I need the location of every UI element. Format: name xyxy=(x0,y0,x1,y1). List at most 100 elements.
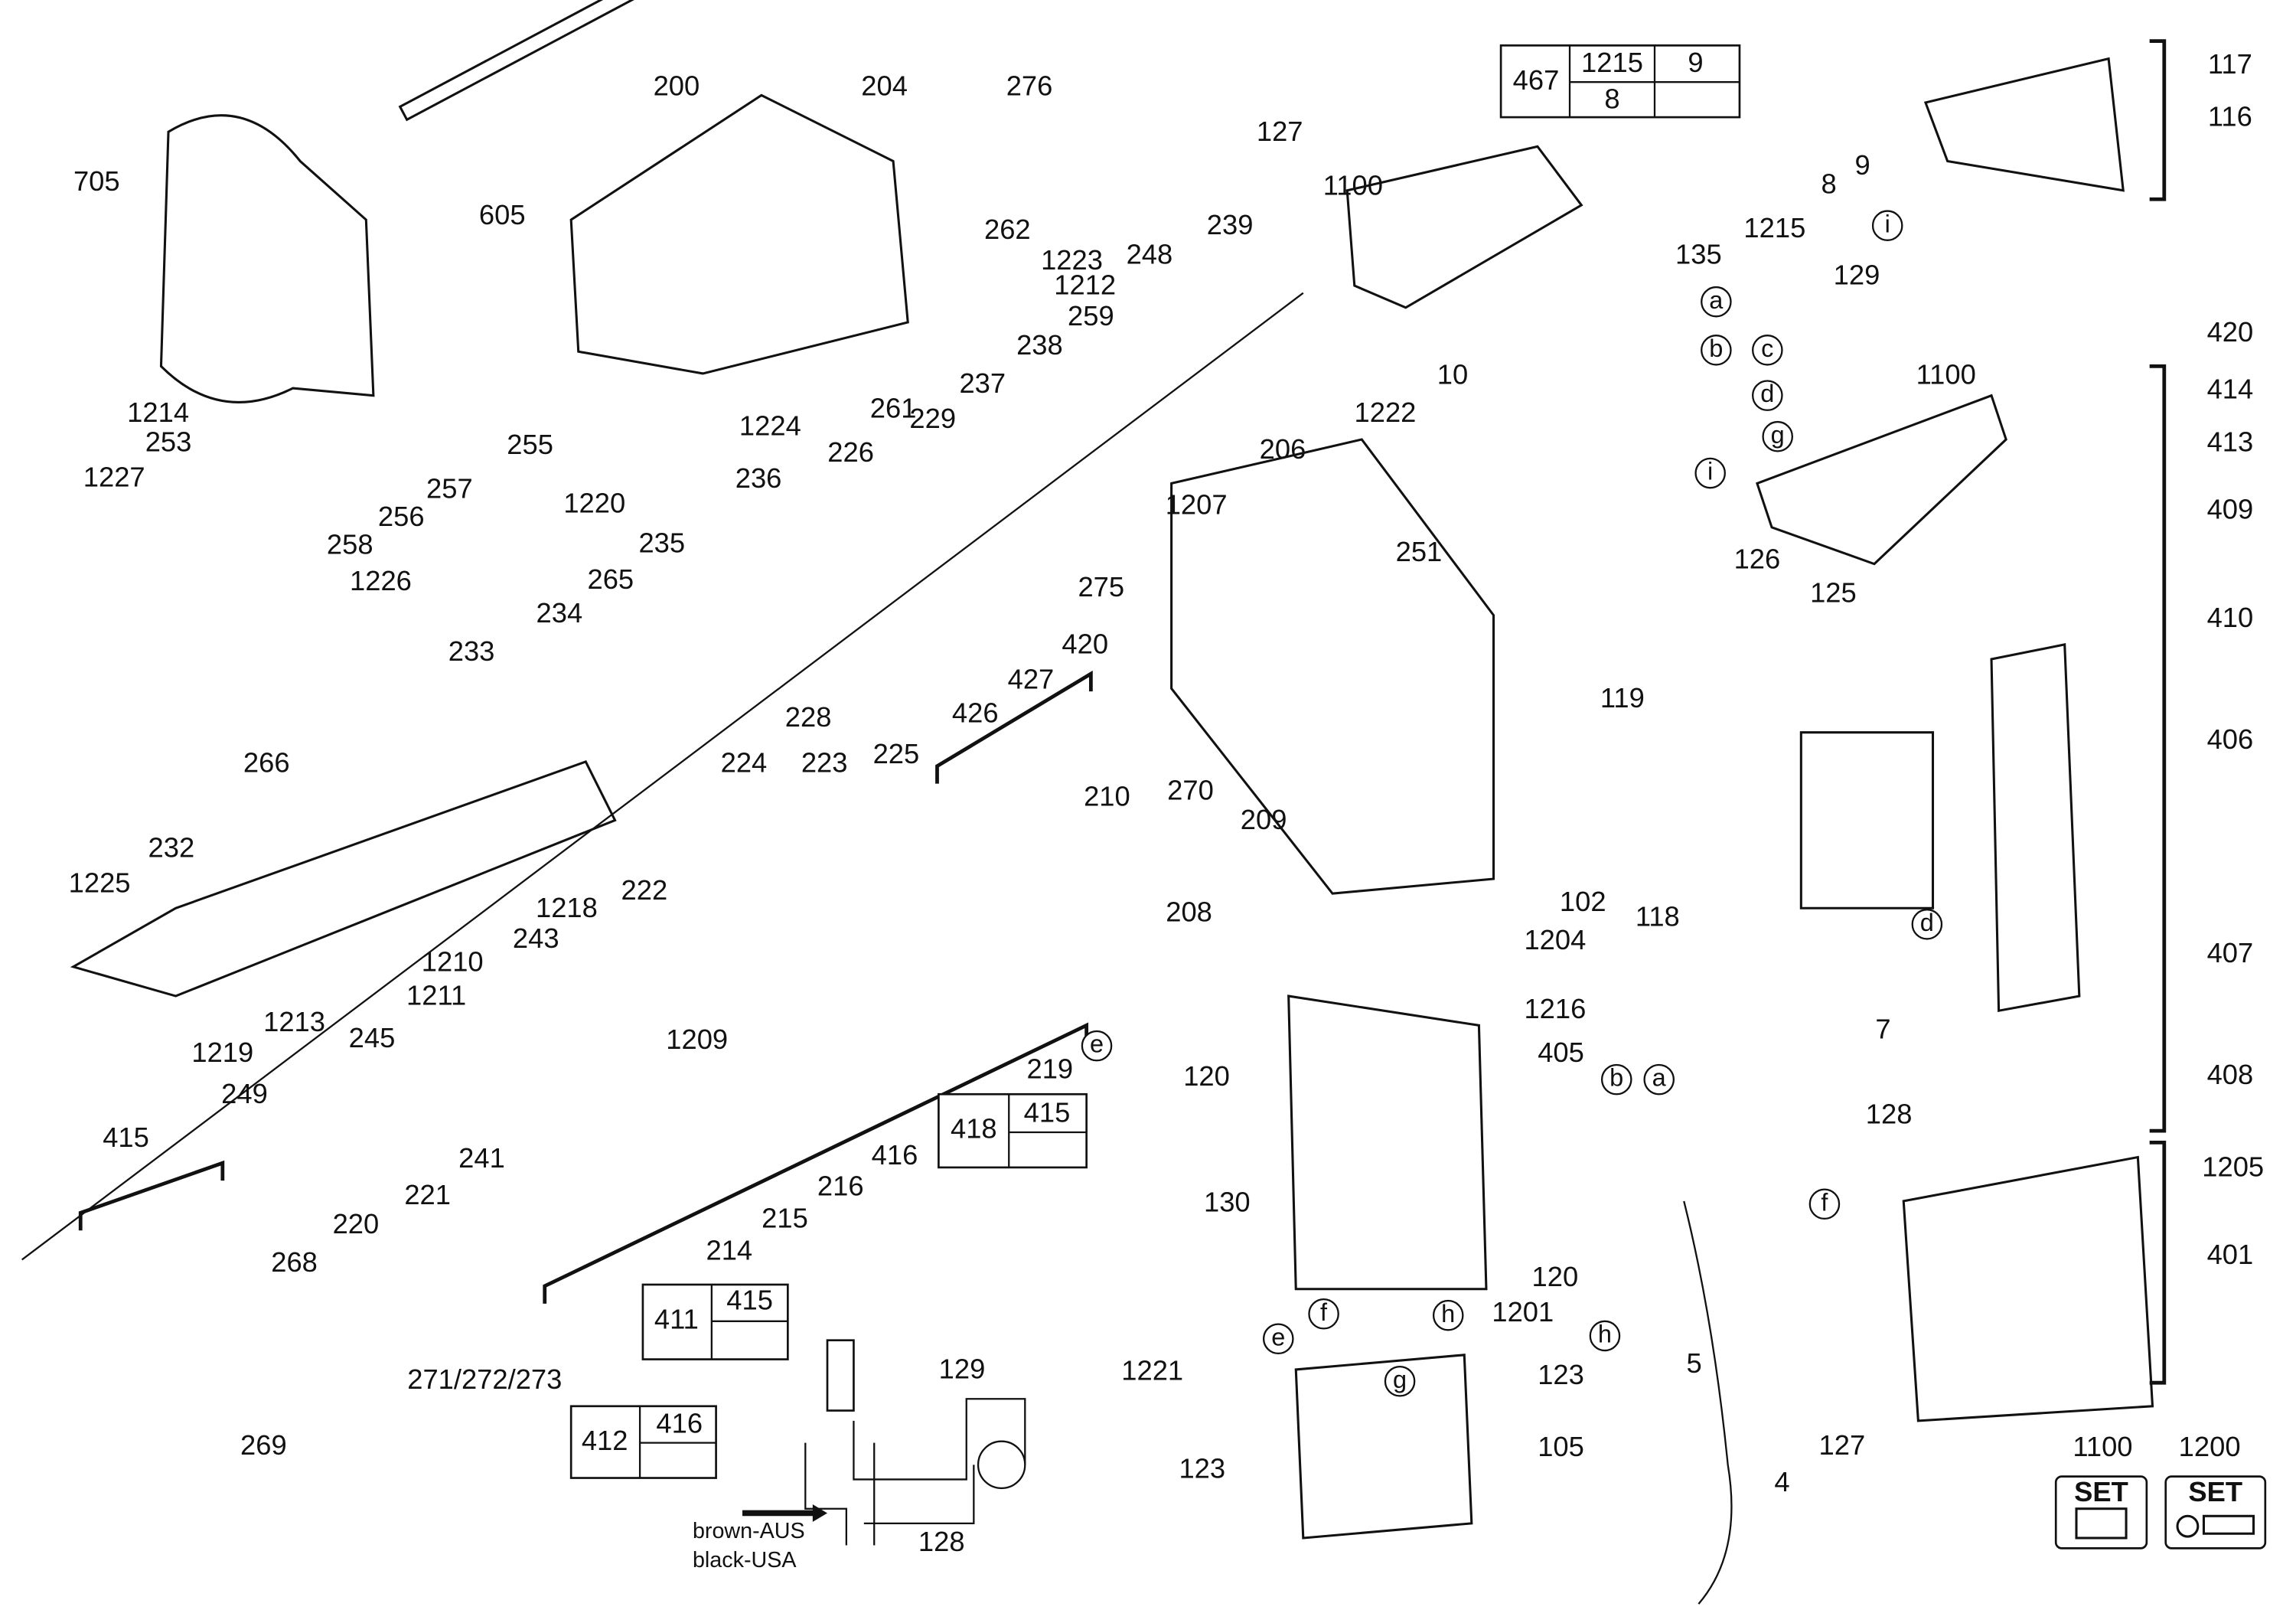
part-label: 1215 xyxy=(1743,212,1805,243)
field-housing-405 xyxy=(1287,994,1488,1291)
callout-letter: d xyxy=(1760,380,1774,407)
callout-circle xyxy=(1871,210,1903,241)
callout-circle xyxy=(1701,286,1732,318)
callout-circle xyxy=(1081,1030,1113,1062)
part-label: 4 xyxy=(1774,1466,1789,1497)
part-label: 407 xyxy=(2207,937,2254,968)
part-label: 1209 xyxy=(666,1024,728,1055)
part-label: 262 xyxy=(984,214,1031,245)
part-label: 1211 xyxy=(406,980,466,1011)
callout-letter: i xyxy=(1707,458,1713,485)
bracket-116 xyxy=(2149,39,2167,201)
table-411: 411 415 xyxy=(641,1283,789,1360)
part-label: 1100 xyxy=(1916,358,1976,390)
part-label: 222 xyxy=(621,874,668,906)
part-label: 224 xyxy=(721,746,768,778)
part-label: 1204 xyxy=(1524,924,1586,955)
brush-holder xyxy=(1799,731,1935,909)
table-412: 412 416 xyxy=(569,1405,717,1479)
motor-cover-401 xyxy=(1902,1155,2154,1422)
part-label: 1212 xyxy=(1054,269,1116,301)
part-label: 102 xyxy=(1560,886,1606,917)
part-label: 120 xyxy=(1532,1261,1579,1292)
callout-letter: a xyxy=(1709,286,1724,314)
part-label: 130 xyxy=(1204,1186,1251,1217)
wire-callout: a xyxy=(1701,286,1732,318)
part-label: 9 xyxy=(1855,149,1870,181)
part-outlines xyxy=(70,0,2154,1605)
callout-letter: c xyxy=(1761,335,1773,362)
callout-circle xyxy=(1752,380,1783,411)
callout-letter: b xyxy=(1609,1064,1623,1092)
part-label: 401 xyxy=(2207,1239,2254,1270)
callout-circle xyxy=(1643,1063,1675,1096)
part-label: 410 xyxy=(2207,602,2254,633)
handle-set-icon xyxy=(2075,1507,2128,1540)
rod-605 xyxy=(398,0,641,122)
part-label: 427 xyxy=(1008,663,1055,694)
callout-circle xyxy=(1808,1188,1841,1220)
armature-407 xyxy=(1990,643,2081,1013)
wires xyxy=(804,1398,1026,1546)
wire-callout: f xyxy=(1808,1188,1841,1220)
part-label: 413 xyxy=(2207,426,2254,457)
bracket-420 xyxy=(935,670,1093,784)
callout-letter: d xyxy=(1920,909,1934,936)
part-label: 129 xyxy=(939,1353,986,1384)
part-label: 1222 xyxy=(1355,397,1417,428)
part-label: 10 xyxy=(1437,358,1468,390)
part-label: 129 xyxy=(1834,259,1880,290)
table-418: 418 415 xyxy=(938,1092,1088,1169)
callout-circle xyxy=(1752,335,1783,366)
part-label: 123 xyxy=(1538,1359,1584,1390)
part-label: 405 xyxy=(1538,1037,1584,1068)
motor-housing-206 xyxy=(1170,438,1495,895)
part-label: 270 xyxy=(1167,775,1214,806)
bearing-cap-116 xyxy=(1923,57,2125,192)
part-label: 1226 xyxy=(350,565,412,596)
handle-cover-1100 xyxy=(1345,145,1583,309)
table-cell: 412 xyxy=(582,1425,628,1456)
part-label: 248 xyxy=(1127,238,1173,269)
callout-circle xyxy=(1262,1323,1294,1355)
part-label: 127 xyxy=(1819,1429,1866,1461)
table-467: 467 1215 9 8 xyxy=(1499,44,1741,119)
part-label: 206 xyxy=(1260,433,1306,465)
callout-circle xyxy=(1701,335,1732,366)
part-label: 215 xyxy=(762,1202,808,1233)
set-badge-label: SET xyxy=(2074,1476,2128,1507)
wiring-legend-line1: brown-AUS xyxy=(693,1519,805,1543)
table-cell: 411 xyxy=(654,1303,699,1334)
part-label: 239 xyxy=(1207,209,1254,240)
part-label: 127 xyxy=(1257,116,1303,147)
bracket-401 xyxy=(2149,1141,2167,1385)
wire-callout: i xyxy=(1694,458,1726,489)
wire-callout: g xyxy=(1762,421,1793,452)
motor-symbol xyxy=(977,1440,1026,1490)
part-label: 253 xyxy=(145,426,192,457)
part-label: 259 xyxy=(1068,300,1114,331)
part-label: 416 xyxy=(872,1139,918,1171)
part-label: 705 xyxy=(73,165,120,197)
part-label: 1201 xyxy=(1492,1296,1554,1327)
wire-callout: h xyxy=(1432,1300,1464,1331)
part-label: 271/272/273 xyxy=(407,1363,562,1395)
wire-callout: e xyxy=(1262,1323,1294,1355)
table-cell: 416 xyxy=(656,1407,703,1438)
callout-circle xyxy=(1308,1298,1339,1330)
part-label: 249 xyxy=(221,1078,268,1109)
part-label: 225 xyxy=(873,738,920,769)
part-label: 209 xyxy=(1241,804,1287,835)
wire-callout: e xyxy=(1081,1030,1113,1062)
screw-set-icon-body xyxy=(2202,1514,2255,1535)
axis-line xyxy=(21,292,1304,1261)
part-label: 406 xyxy=(2207,723,2254,755)
part-label: 408 xyxy=(2207,1059,2254,1090)
part-label: 1213 xyxy=(263,1006,325,1037)
part-label: 128 xyxy=(918,1526,965,1557)
spindle-232 xyxy=(70,760,617,998)
wiring-diagram: brown-AUS black-USA xyxy=(693,1339,1026,1572)
part-label: 243 xyxy=(513,923,559,954)
set-badges: SET SET xyxy=(2054,1475,2267,1550)
